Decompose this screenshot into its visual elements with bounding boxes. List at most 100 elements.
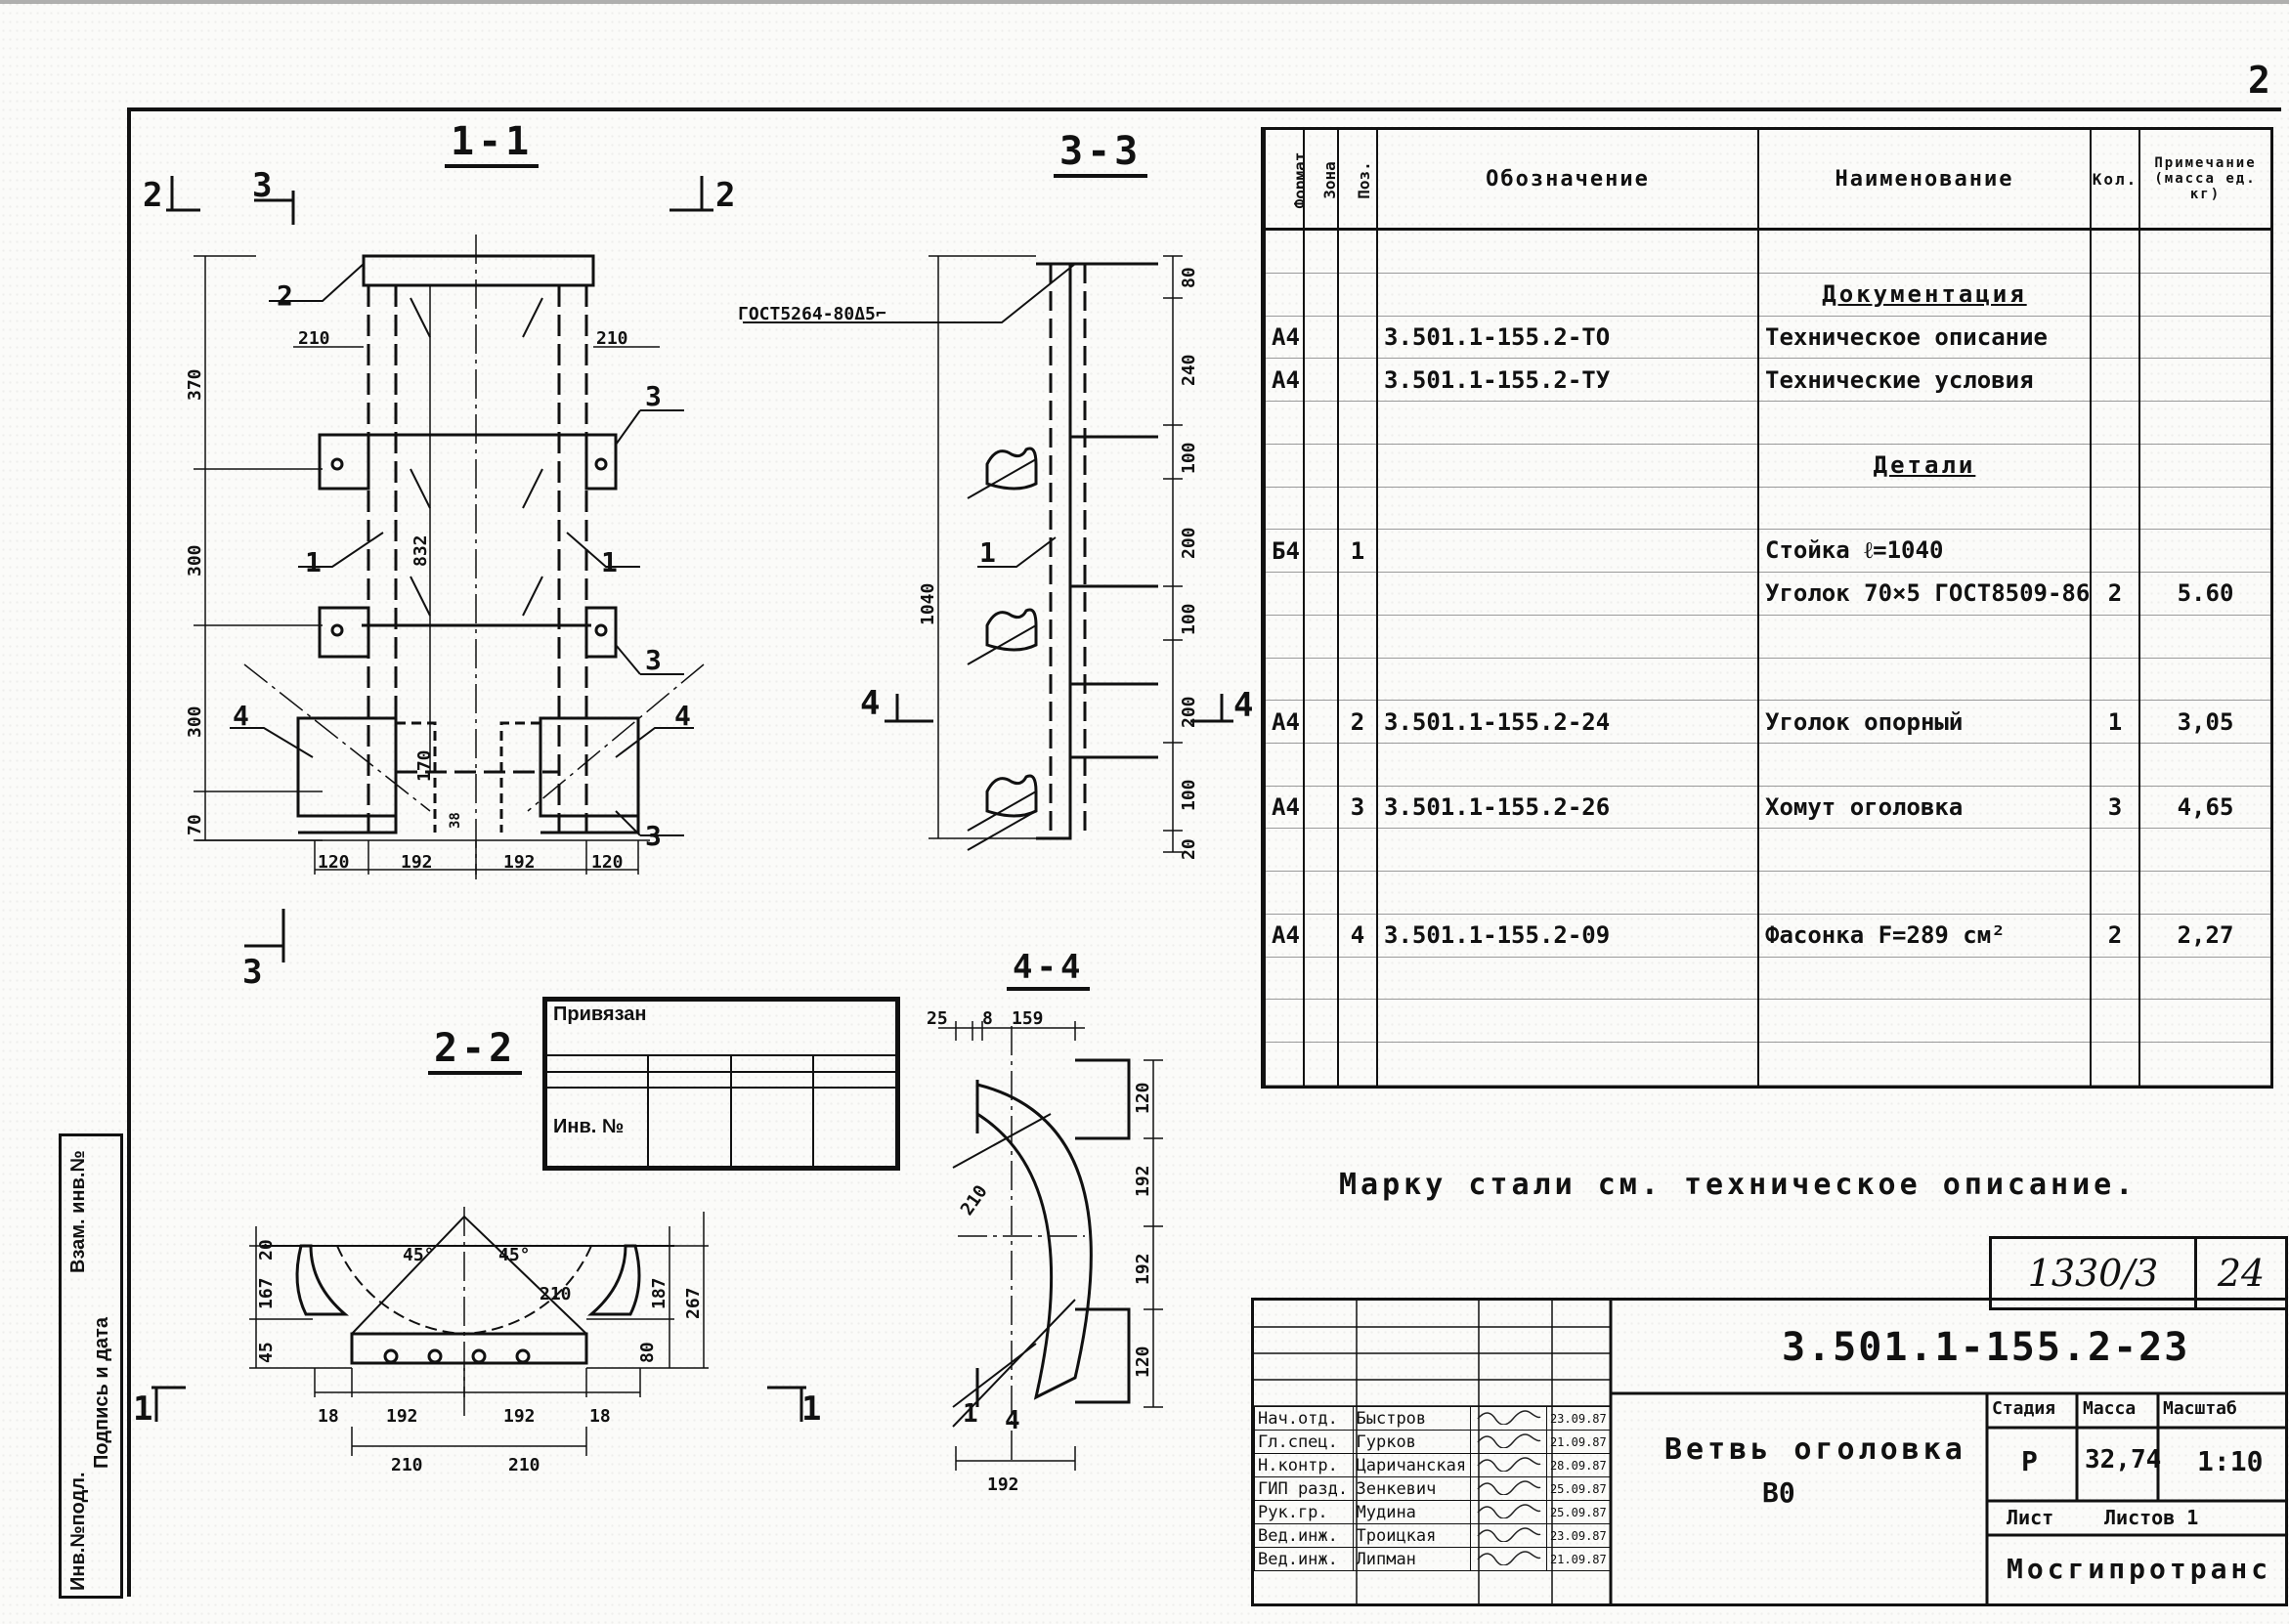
signer-role: Н.контр. [1254,1453,1354,1477]
dim-192-left: 192 [401,852,433,873]
spec-cell-n [1757,871,2092,915]
cut-label-2-right: 2 [715,176,736,215]
spec-row [1264,229,2272,274]
spec-cell-f [1264,487,1305,531]
angle-45-left: 45° [403,1245,435,1265]
spec-cell-n: Технические условия [1757,358,2092,403]
side-inv-label: Инв.№подл. [67,1472,89,1591]
signature-scribble [1470,1500,1547,1524]
spec-cell-d [1376,828,1759,873]
spec-cell-z [1303,572,1339,616]
spec-cell-q [2090,743,2140,787]
spec-cell-d [1376,529,1759,574]
signature-scribble [1470,1406,1547,1431]
dim-45: 45 [256,1342,277,1363]
spec-cell-m [2138,1042,2272,1086]
archive-number: 1330/3 [2027,1252,2159,1295]
dim-370: 370 [185,368,205,401]
spec-cell-p [1337,658,1378,702]
dim-1040: 1040 [918,583,938,625]
signer-date: 28.09.87 [1545,1453,1612,1477]
spec-cell-n [1757,401,2092,445]
spec-cell-m [2138,615,2272,659]
spec-row [1264,999,2272,1044]
spec-cell-f [1264,957,1305,1001]
spec-cell-d [1376,229,1759,274]
view-2-2 [249,1207,709,1456]
spec-row [1264,743,2272,787]
spec-row [1264,957,2272,1001]
spec-cell-m [2138,529,2272,574]
dim-25: 25 [927,1008,948,1029]
signature-scribble [1470,1476,1547,1501]
spec-cell-f [1264,273,1305,317]
signature-scribble [1470,1523,1547,1548]
spec-cell-q: 2 [2090,914,2140,958]
col-name: Наименование [1757,130,2092,231]
spec-cell-f: А4 [1264,316,1305,360]
spec-cell-m [2138,229,2272,274]
spec-cell-q [2090,229,2140,274]
dim-v192-b: 192 [1133,1253,1153,1285]
cut-marker-3-top [254,191,295,225]
doc-code: 3.501.1-155.2-23 [1782,1325,2190,1370]
signer-date: 21.09.87 [1545,1430,1612,1454]
stage-value: Р [2021,1445,2038,1477]
spec-cell-d [1376,487,1759,531]
cut-label-4-right: 4 [1233,686,1254,725]
spec-cell-d [1376,743,1759,787]
dim-v200-b: 200 [1179,696,1199,728]
spec-cell-f: Б4 [1264,529,1305,574]
dim-159: 159 [1012,1008,1044,1029]
pos-1-callout-3-3: 1 [979,536,996,569]
pos-4-callout-right: 4 [674,700,691,732]
section-title-2-2: 2-2 [428,1026,523,1075]
cut-marker-4-right [1190,694,1233,723]
dim-v100-a: 100 [1179,442,1199,474]
signer-date: 25.09.87 [1545,1476,1612,1501]
spec-row: Детали [1264,444,2272,488]
spec-cell-n [1757,615,2092,659]
spec-cell-p [1337,828,1378,873]
view-2-2-dim-text: 20 167 45 187 267 80 45° 45° 210 18 192 … [256,1239,704,1475]
spec-cell-p [1337,957,1378,1001]
spec-cell-m [2138,401,2272,445]
dim-192-left: 192 [386,1406,418,1427]
sheet-corner-number: 2 [2248,59,2270,102]
pos-4-callout-4-4: 4 [1005,1406,1020,1435]
pos-4-callout-left: 4 [233,700,249,732]
col-note: Примечание (масса ед. кг) [2138,130,2272,231]
dim-300-a: 300 [185,544,205,577]
mass-value: 32,74 [2085,1445,2162,1474]
spec-cell-n [1757,743,2092,787]
signer-name: Быстров [1352,1406,1472,1431]
view-1-1-dim-text: 370 300 300 70 832 210 210 120 192 192 1… [185,279,691,873]
spec-cell-n [1757,1042,2092,1086]
signer-name: Зенкевич [1352,1476,1472,1501]
spec-cell-m [2138,273,2272,317]
signer-date: 23.09.87 [1545,1406,1612,1431]
signer-role: Вед.инж. [1254,1547,1354,1571]
cut-label-2-left: 2 [143,176,163,215]
cut-marker-1-right [767,1386,806,1422]
spec-cell-d [1376,999,1759,1044]
spec-cell-z [1303,828,1339,873]
spec-cell-m: 3,05 [2138,700,2272,744]
spec-cell-z [1303,273,1339,317]
spec-cell-f [1264,999,1305,1044]
dim-v80: 80 [1179,267,1199,288]
col-zone: Зона [1303,130,1339,231]
spec-cell-p: 1 [1337,529,1378,574]
spec-cell-p: 4 [1337,914,1378,958]
section-title-3-3: 3-3 [1054,129,1148,178]
spec-row: Документация [1264,273,2272,317]
spec-cell-f: А4 [1264,700,1305,744]
spec-cell-m [2138,358,2272,403]
dim-192: 192 [987,1474,1019,1495]
spec-cell-f [1264,615,1305,659]
